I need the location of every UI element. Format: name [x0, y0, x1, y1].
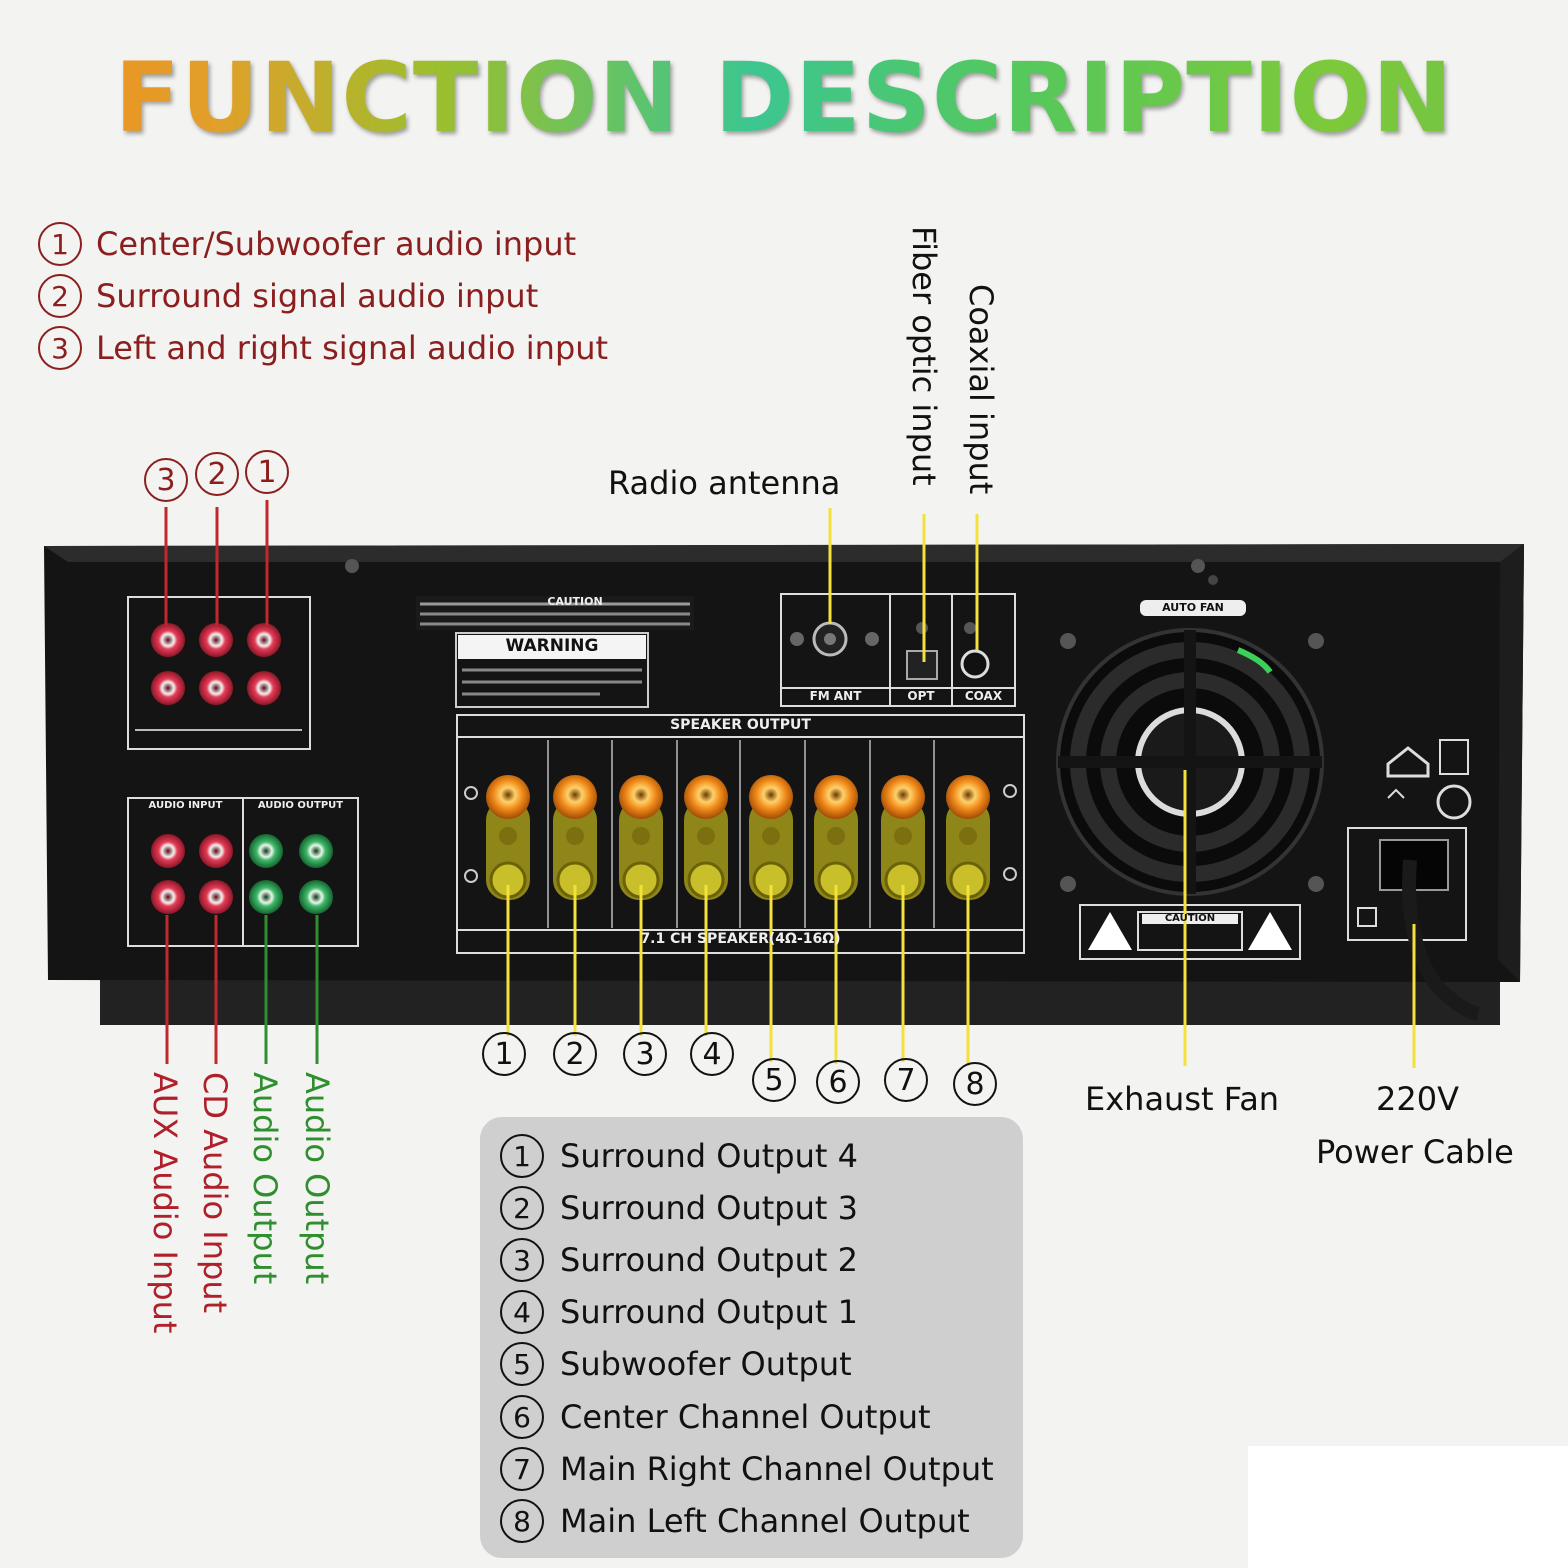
output-legend-text: Main Left Channel Output	[560, 1502, 970, 1540]
output-legend-text: Surround Output 4	[560, 1137, 858, 1175]
speaker-number-4: 4	[690, 1032, 734, 1076]
rca-number-1: 1	[245, 450, 289, 494]
output-legend-box	[480, 1117, 1023, 1558]
number-badge: 1	[500, 1134, 544, 1178]
speaker-number-7: 7	[884, 1058, 928, 1102]
output-legend-text: Surround Output 1	[560, 1293, 858, 1331]
speaker-number-2: 2	[553, 1032, 597, 1076]
number-badge: 2	[500, 1186, 544, 1230]
speaker-number-5: 5	[752, 1058, 796, 1102]
fm-ant-label: FM ANT	[809, 689, 862, 703]
output-legend-item: 1 Surround Output 4	[500, 1134, 858, 1178]
speaker-terminal-5	[749, 775, 793, 900]
input-legend-text: Center/Subwoofer audio input	[96, 225, 577, 263]
number-badge: 7	[500, 1447, 544, 1491]
output-legend-text: Subwoofer Output	[560, 1345, 852, 1383]
speaker-number-1: 1	[482, 1032, 526, 1076]
output-legend-text: Surround Output 2	[560, 1241, 858, 1279]
speaker-terminal-1	[486, 775, 530, 900]
coaxial-label: Coaxial input	[962, 284, 1000, 495]
output-legend-text: Main Right Channel Output	[560, 1450, 994, 1488]
speaker-terminal-2	[553, 775, 597, 900]
caution-box-label: CAUTION	[1164, 913, 1216, 924]
number-badge: 5	[500, 1342, 544, 1386]
number-badge: 3	[38, 326, 82, 370]
output-legend-item: 7 Main Right Channel Output	[500, 1447, 994, 1491]
output-legend-item: 2 Surround Output 3	[500, 1186, 858, 1230]
audio-output-label-1: Audio Output	[246, 1072, 284, 1285]
output-legend-text: Center Channel Output	[560, 1398, 931, 1436]
audio-output-label-2: Audio Output	[298, 1072, 336, 1285]
number-badge: 1	[38, 222, 82, 266]
speaker-number-3: 3	[623, 1032, 667, 1076]
number-badge: 6	[500, 1395, 544, 1439]
power-cable-label: Power Cable	[1316, 1133, 1514, 1171]
output-legend-item: 3 Surround Output 2	[500, 1238, 858, 1282]
radio-antenna-label: Radio antenna	[608, 464, 841, 502]
speaker-number-8: 8	[953, 1062, 997, 1106]
panel-caution-text: CAUTION	[547, 595, 603, 608]
auto-fan-label: AUTO FAN	[1162, 601, 1224, 614]
input-legend-text: Left and right signal audio input	[96, 329, 609, 367]
speaker-number-6: 6	[816, 1060, 860, 1104]
speaker-terminal-4	[684, 775, 728, 900]
panel-warning-label: WARNING	[505, 636, 599, 656]
coax-label: COAX	[964, 689, 1003, 703]
speaker-terminal-8	[946, 775, 990, 900]
input-legend-item: 3 Left and right signal audio input	[38, 326, 608, 370]
number-badge: 8	[500, 1499, 544, 1543]
speaker-footer-label: 7.1 CH SPEAKER(4Ω-16Ω)	[640, 931, 841, 947]
number-badge: 4	[500, 1290, 544, 1334]
input-legend-item: 2 Surround signal audio input	[38, 274, 538, 318]
audio-output-panel-label: AUDIO OUTPUT	[257, 800, 344, 811]
output-legend-item: 6 Center Channel Output	[500, 1395, 931, 1439]
corner-patch	[1248, 1446, 1568, 1568]
rca-number-3: 3	[144, 458, 188, 502]
output-legend-text: Surround Output 3	[560, 1189, 858, 1227]
fiber-optic-label: Fiber optic input	[905, 226, 943, 486]
rca-number-2: 2	[195, 452, 239, 496]
output-legend-item: 8 Main Left Channel Output	[500, 1499, 970, 1543]
cd-audio-input-label: CD Audio Input	[196, 1072, 234, 1314]
speaker-output-label: SPEAKER OUTPUT	[670, 717, 811, 733]
audio-input-panel-label: AUDIO INPUT	[148, 800, 223, 811]
aux-audio-input-label: AUX Audio Input	[146, 1072, 184, 1334]
speaker-terminal-3	[619, 775, 663, 900]
power-voltage-label: 220V	[1376, 1080, 1459, 1118]
input-legend-item: 1 Center/Subwoofer audio input	[38, 222, 576, 266]
speaker-terminal-6	[814, 775, 858, 900]
number-badge: 3	[500, 1238, 544, 1282]
opt-label: OPT	[907, 689, 935, 703]
output-legend-item: 5 Subwoofer Output	[500, 1342, 852, 1386]
input-legend-text: Surround signal audio input	[96, 277, 539, 315]
exhaust-fan-label: Exhaust Fan	[1085, 1080, 1280, 1118]
page-title: FUNCTION DESCRIPTION	[0, 42, 1568, 154]
output-legend-item: 4 Surround Output 1	[500, 1290, 858, 1334]
number-badge: 2	[38, 274, 82, 318]
speaker-terminal-7	[881, 775, 925, 900]
